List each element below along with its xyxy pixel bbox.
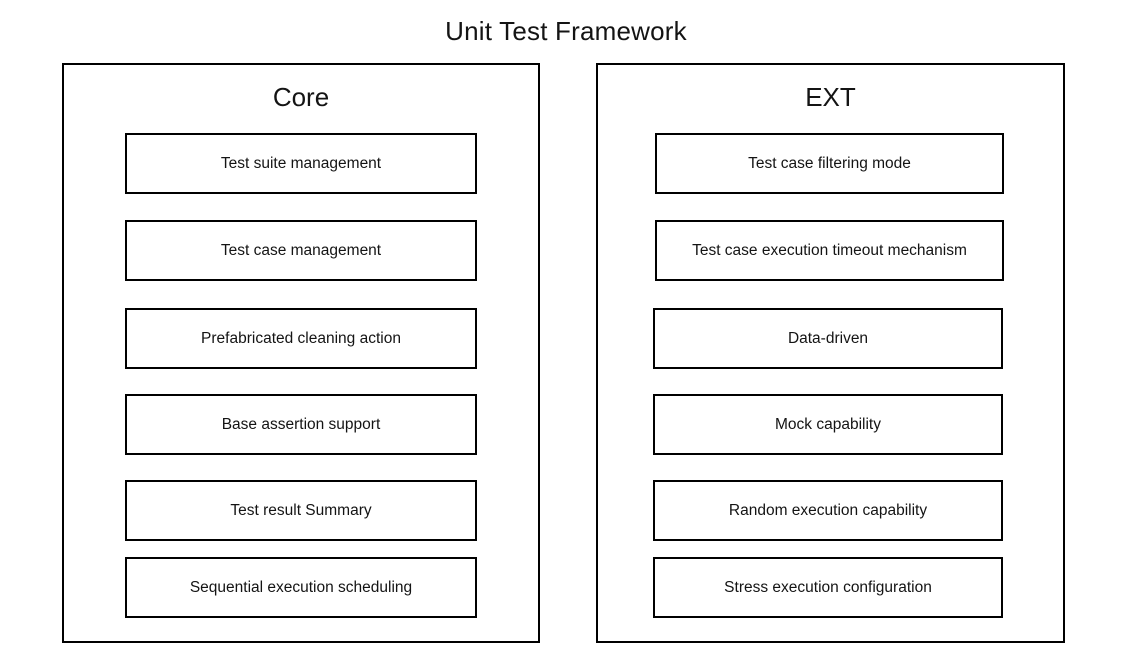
core-item-6[interactable]: Sequential execution scheduling [125, 557, 477, 618]
ext-item-5-label: Random execution capability [728, 501, 928, 519]
page-title: Unit Test Framework [445, 16, 687, 46]
core-item-5[interactable]: Test result Summary [125, 480, 477, 541]
ext-item-2[interactable]: Test case execution timeout mechanism [655, 220, 1004, 281]
ext-item-3-label: Data-driven [787, 329, 869, 347]
ext-item-4[interactable]: Mock capability [653, 394, 1003, 455]
ext-item-5[interactable]: Random execution capability [653, 480, 1003, 541]
ext-item-6[interactable]: Stress execution configuration [653, 557, 1003, 618]
core-item-2[interactable]: Test case management [125, 220, 477, 281]
ext-item-3[interactable]: Data-driven [653, 308, 1003, 369]
ext-item-1-label: Test case filtering mode [748, 154, 911, 172]
core-item-1[interactable]: Test suite management [125, 133, 477, 194]
core-item-4-label: Base assertion support [221, 415, 381, 433]
ext-item-6-label: Stress execution configuration [724, 578, 932, 596]
core-item-3[interactable]: Prefabricated cleaning action [125, 308, 477, 369]
panel-ext-title: EXT [805, 82, 856, 112]
core-item-5-label: Test result Summary [230, 501, 372, 519]
core-item-4[interactable]: Base assertion support [125, 394, 477, 455]
ext-item-4-label: Mock capability [775, 415, 881, 433]
ext-item-2-label: Test case execution timeout mechanism [692, 241, 967, 259]
panel-core: Core Test suite management Test case man… [62, 63, 540, 643]
core-item-1-label: Test suite management [220, 154, 382, 172]
core-item-6-label: Sequential execution scheduling [189, 578, 413, 596]
panel-ext: EXT Test case filtering mode Test case e… [596, 63, 1065, 643]
panel-core-title: Core [272, 82, 330, 112]
core-item-2-label: Test case management [220, 241, 382, 259]
core-item-3-label: Prefabricated cleaning action [201, 329, 401, 347]
ext-item-1[interactable]: Test case filtering mode [655, 133, 1004, 194]
